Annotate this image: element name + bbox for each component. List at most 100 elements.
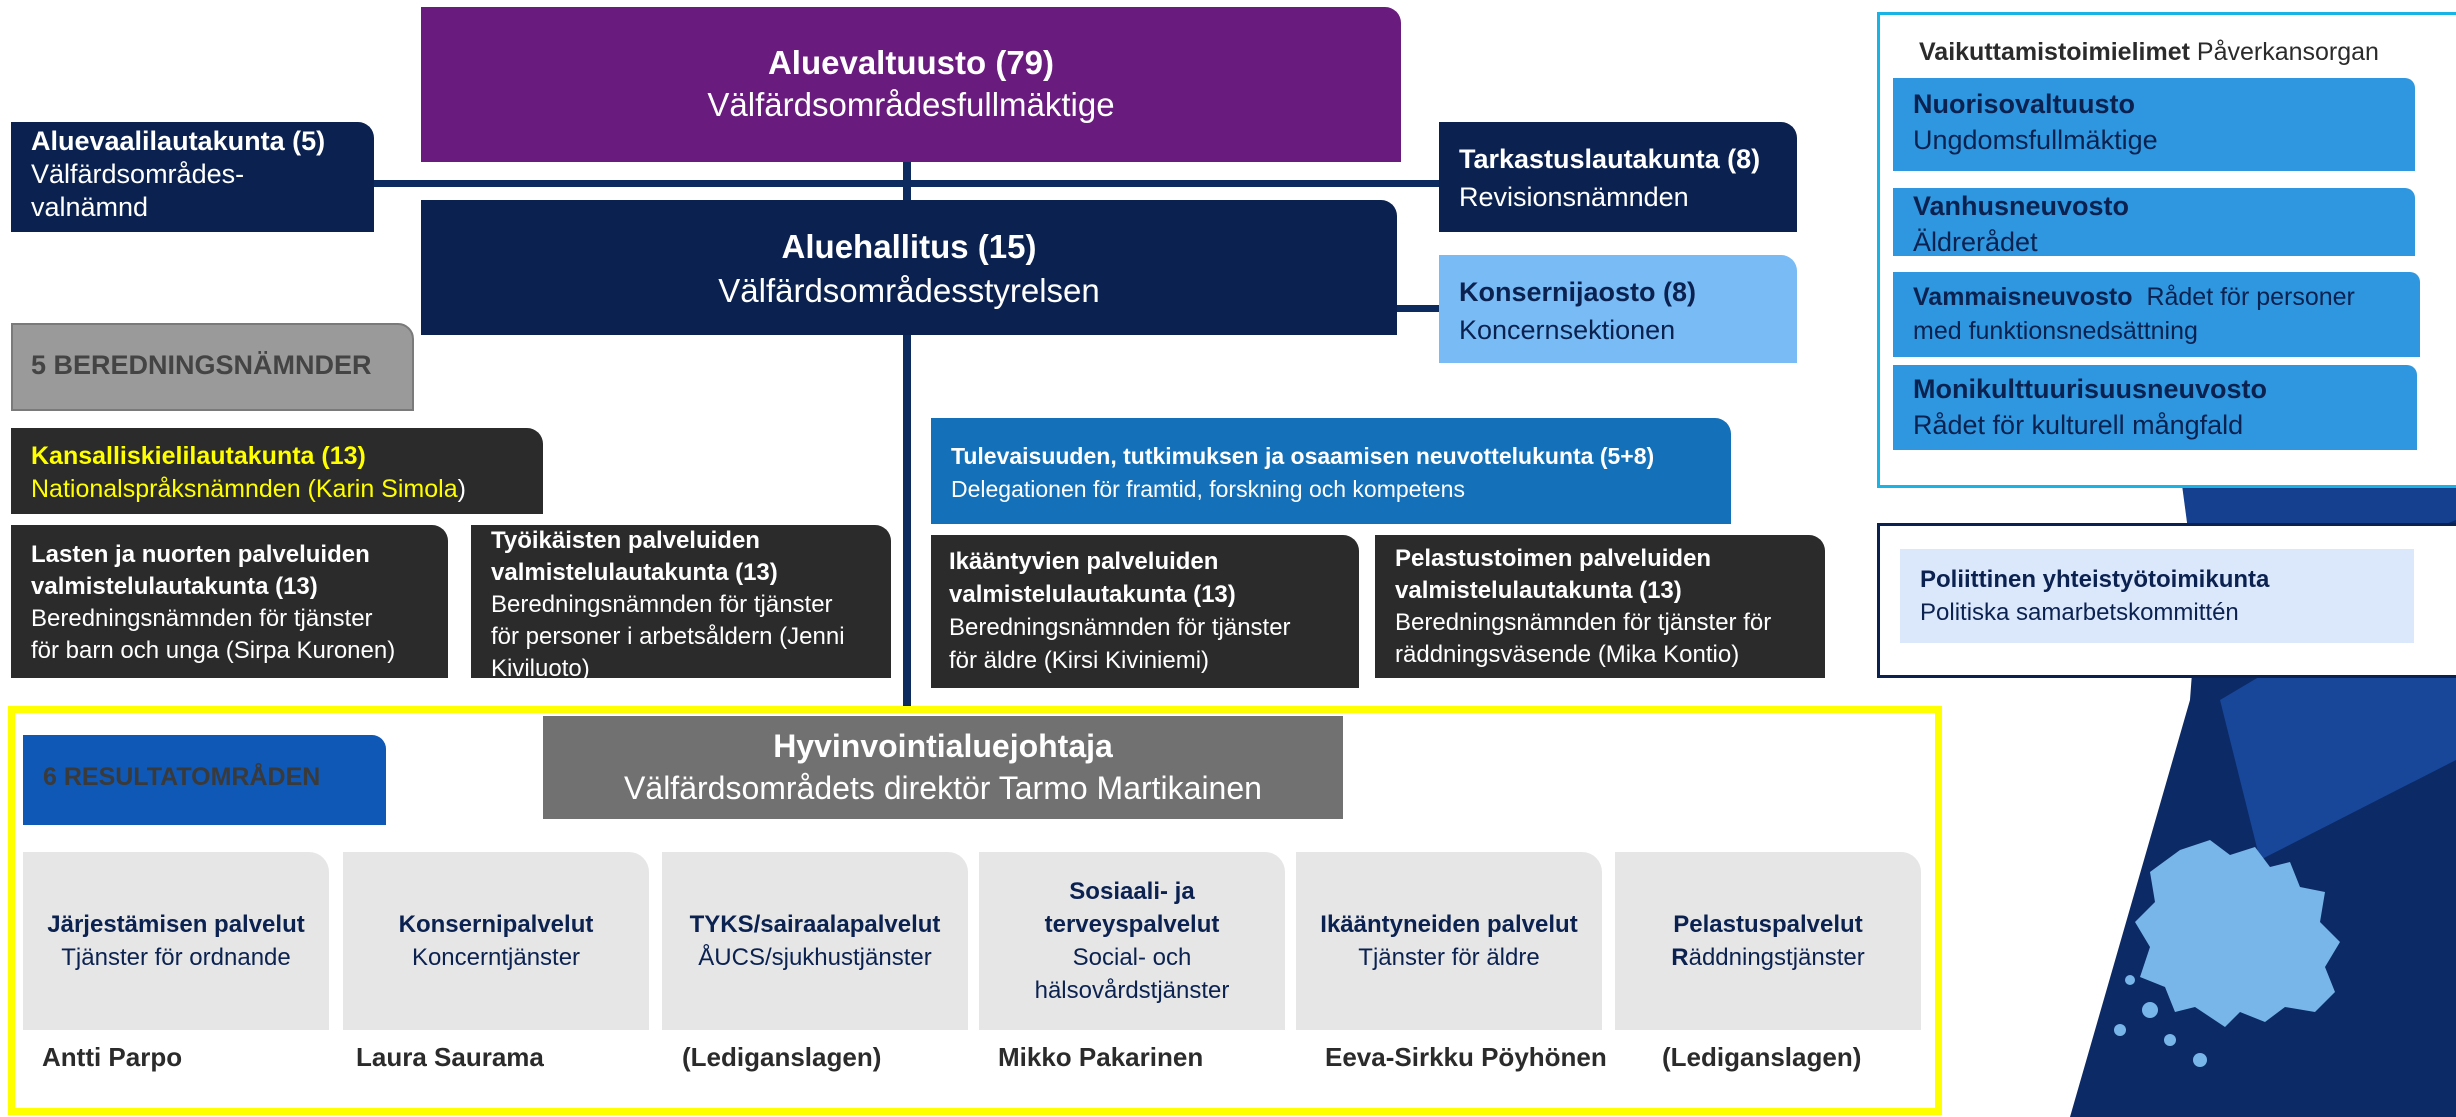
committee-sub-1: Beredningsnämnden för tjänster [949,614,1291,641]
director-box: Hyvinvointialuejohtaja Välfärdsområdets … [543,716,1343,819]
unit-manager: (Lediganslagen) [1662,1042,1862,1072]
future-board-title: Tulevaisuuden, tutkimuksen ja osaamisen … [951,443,1655,469]
unit-subtitle-1: Social- och [1072,944,1192,971]
unit-subtitle: äddningstjänster [1688,944,1865,971]
future-board-subtitle: Delegationen för framtid, forskning och … [951,476,1465,502]
unit-title-2: terveyspalvelut [1044,911,1220,938]
committees-header: 5 BEREDNINGSNÄMNDER [11,323,414,411]
election-board-title: Aluevaalilautakunta (5) [31,126,326,156]
influence-subtitle: Ungdomsfullmäktige [1913,125,2158,155]
committee-title-2: valmistelulautakunta (13) [949,581,1236,608]
committee-sub-1: Beredningsnämnden för tjänster [31,605,373,632]
influence-title: Nuorisovaltuusto [1913,89,2136,119]
audit-board-box: Tarkastuslautakunta (8) Revisionsnämnden [1439,122,1797,232]
unit-group-services: Konsernipalvelut Koncerntjänster [343,852,649,1030]
council-title: Aluevaltuusto (79) [767,44,1055,81]
regional-board-box: Aluehallitus (15) Välfärdsområdesstyrels… [421,200,1397,335]
committee-rescue: Pelastustoimen palveluiden valmistelulau… [1375,535,1825,678]
unit-manager: (Lediganslagen) [682,1042,882,1072]
election-board-subtitle-1: Välfärdsområdes- [31,159,245,189]
unit-title: Pelastuspalvelut [1673,911,1863,938]
influence-title: Monikulttuurisuusneuvosto [1913,374,2267,404]
unit-subtitle-initial: R [1671,944,1689,971]
unit-elderly-services: Ikääntyneiden palvelut Tjänster för äldr… [1296,852,1602,1030]
director-title: Hyvinvointialuejohtaja [773,728,1113,764]
connector-group [1395,305,1440,312]
unit-manager: Antti Parpo [42,1042,183,1072]
influence-youth-council: Nuorisovaltuusto Ungdomsfullmäktige [1893,78,2415,171]
political-subtitle: Politiska samarbetskommittén [1920,599,2239,626]
committees-header-label: 5 BEREDNINGSNÄMNDER [31,350,372,380]
unit-social-health: Sosiaali- ja terveyspalvelut Social- och… [979,852,1285,1030]
committee-title-1: Lasten ja nuorten palveluiden [31,541,370,568]
influence-subtitle: Rådet för personer [2146,283,2355,311]
unit-title: Konsernipalvelut [398,911,594,938]
director-frame [8,706,1942,1115]
unit-manager: Mikko Pakarinen [998,1042,1204,1072]
committee-children: Lasten ja nuorten palveluiden valmistelu… [11,525,448,678]
unit-title: TYKS/sairaalapalvelut [689,911,941,938]
committee-title-2: valmistelulautakunta (13) [1395,577,1682,604]
language-board-title: Kansalliskielilautakunta (13) [31,442,366,470]
influence-disability-council: Vammaisneuvosto Rådet för personer med f… [1893,272,2420,357]
committee-title-2: valmistelulautakunta (13) [491,559,778,586]
committee-sub-2: räddningsväsende (Mika Kontio) [1395,641,1740,668]
committee-working-age: Työikäisten palveluiden valmistelulautak… [471,525,891,678]
future-board-box: Tulevaisuuden, tutkimuksen ja osaamisen … [931,418,1731,524]
unit-organizing: Järjestämisen palvelut Tjänster för ordn… [23,852,329,1030]
unit-subtitle: Koncerntjänster [411,944,581,971]
committee-sub-2: för äldre (Kirsi Kiviniemi) [949,647,1210,674]
unit-title-1: Sosiaali- ja [1069,878,1195,905]
influence-multicultural-council: Monikulttuurisuusneuvosto Rådet för kult… [1893,365,2417,450]
connector-vertical-main [903,160,911,708]
unit-subtitle-2: hälsovårdstjänster [1034,977,1230,1004]
language-board-box: Kansalliskielilautakunta (13) Nationalsp… [11,428,543,514]
council-subtitle: Välfärdsområdesfullmäktige [707,86,1115,123]
regional-board-subtitle: Välfärdsområdesstyrelsen [718,272,1100,309]
committee-elderly: Ikääntyvien palveluiden valmistelulautak… [931,535,1359,688]
influence-subtitle: Rådet för kulturell mångfald [1913,410,2244,440]
group-section-box: Konsernijaosto (8) Koncernsektionen [1439,255,1797,363]
influence-subtitle-2: med funktionsnedsättning [1913,317,2198,345]
committee-sub-2: för personer i arbetsåldern (Jenni [491,623,845,650]
influence-title: Vanhusneuvosto [1913,191,2130,221]
influence-header-subtitle: Påverkansorgan [2196,38,2379,66]
regional-board-title: Aluehallitus (15) [781,228,1037,265]
unit-hospital: TYKS/sairaalapalvelut ÅUCS/sjukhustjänst… [662,852,968,1030]
unit-subtitle: ÅUCS/sjukhustjänster [698,944,932,971]
unit-rescue-services: Pelastuspalvelut Räddningstjänster [1615,852,1921,1030]
election-board-subtitle-2: valnämnd [31,192,149,222]
unit-subtitle: Tjänster för äldre [1358,944,1540,971]
influence-header-title: Vaikuttamistoimielimet [1919,38,2190,66]
committee-sub-1: Beredningsnämnden för tjänster [491,591,833,618]
group-section-title: Konsernijaosto (8) [1459,277,1697,307]
audit-board-title: Tarkastuslautakunta (8) [1459,144,1761,174]
results-header-label: 6 RESULTATOMRÅDEN [43,763,321,791]
language-board-subtitle-end: ) [457,475,466,503]
committee-sub-2: för barn och unga (Sirpa Kuronen) [31,637,396,664]
election-board-box: Aluevaalilautakunta (5) Välfärdsområdes-… [11,122,374,232]
unit-title: Ikääntyneiden palvelut [1320,911,1578,938]
unit-manager: Laura Saurama [356,1042,544,1072]
language-board-subtitle: Nationalspråksnämnden (Karin Simola [31,475,458,503]
director-subtitle: Välfärdsområdets direktör Tarmo Martikai… [624,770,1262,806]
influence-title: Vammaisneuvosto [1913,283,2133,311]
committee-sub-3: Kiviluoto) [491,655,590,678]
group-section-subtitle: Koncernsektionen [1459,315,1676,345]
political-box: Poliittinen yhteistyötoimikunta Politisk… [1900,549,2414,643]
results-header: 6 RESULTATOMRÅDEN [23,735,386,825]
committee-sub-1: Beredningsnämnden för tjänster för [1395,609,1772,636]
political-title: Poliittinen yhteistyötoimikunta [1920,566,2270,593]
committee-title-2: valmistelulautakunta (13) [31,573,318,600]
committee-title-1: Pelastustoimen palveluiden [1395,545,1712,572]
committee-title-1: Ikääntyvien palveluiden [949,548,1219,575]
audit-board-subtitle: Revisionsnämnden [1459,182,1689,212]
council-box: Aluevaltuusto (79) Välfärdsområdesfullmä… [421,7,1401,162]
committee-title-1: Työikäisten palveluiden [491,527,760,554]
unit-subtitle: Tjänster för ordnande [61,944,291,971]
connector-election [373,180,1439,187]
influence-subtitle: Äldrerådet [1913,227,2038,257]
map-icon [2114,840,2340,1067]
influence-elderly-council: Vanhusneuvosto Äldrerådet [1893,188,2415,257]
unit-manager: Eeva-Sirkku Pöyhönen [1325,1042,1607,1072]
